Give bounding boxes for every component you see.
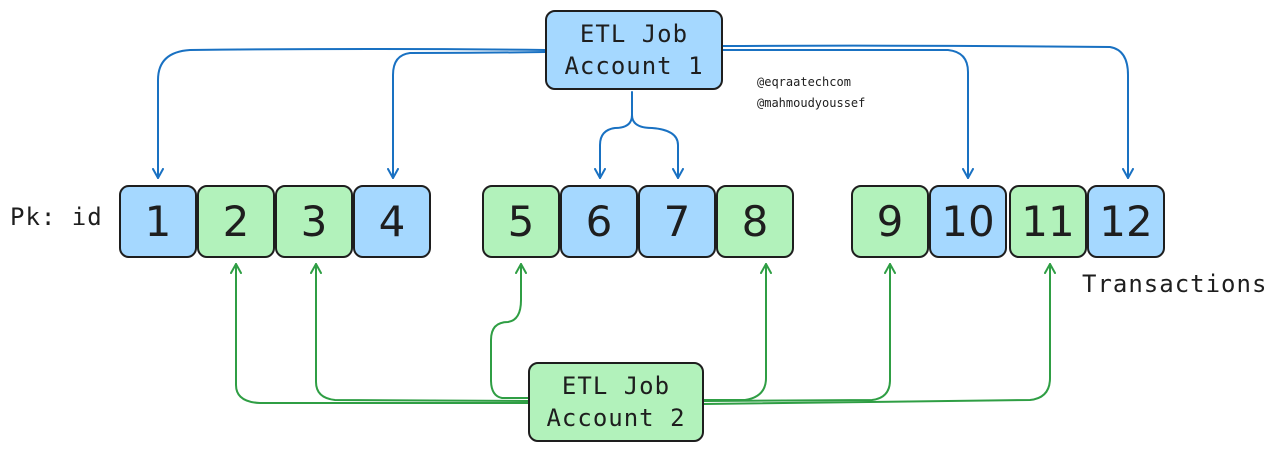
arrow-job1-to-cell-6: [594, 91, 633, 179]
arrow-job2-to-cell-3: [310, 263, 529, 402]
arrow-job2-to-cell-11: [703, 263, 1056, 405]
transactions-label: Transactions: [1082, 270, 1268, 298]
arrow-job1-to-cell-4: [387, 51, 546, 179]
job2-line-2: Account 2: [546, 404, 686, 432]
transaction-cell-1: 1: [119, 185, 197, 258]
arrow-job2-to-cell-5: [490, 263, 529, 399]
transaction-cell-12: 12: [1087, 185, 1165, 258]
transaction-cell-4: 4: [353, 185, 431, 258]
transaction-cell-9: 9: [851, 185, 929, 258]
transaction-cell-2: 2: [197, 185, 275, 258]
transaction-cell-11: 11: [1009, 185, 1087, 258]
transaction-cell-7: 7: [638, 185, 716, 258]
job1-line-2: Account 1: [564, 52, 704, 80]
arrow-job1-to-cell-1: [152, 48, 546, 179]
arrow-job1-to-cell-10: [722, 49, 974, 179]
arrow-job1-to-cell-7: [631, 114, 684, 179]
arrow-job1-to-cell-12: [722, 44, 1134, 179]
job2-line-1: ETL Job: [561, 372, 671, 400]
transaction-cell-3: 3: [275, 185, 353, 258]
transaction-cell-5: 5: [482, 185, 560, 258]
etl-job-account-2-box: ETL Job Account 2: [528, 362, 704, 442]
job1-line-1: ETL Job: [579, 20, 689, 48]
transaction-cell-6: 6: [560, 185, 638, 258]
transaction-cell-10: 10: [929, 185, 1007, 258]
transaction-cell-8: 8: [716, 185, 794, 258]
arrow-job2-to-cell-8: [703, 263, 772, 401]
arrow-job2-to-cell-2: [230, 263, 529, 404]
etl-job-account-1-box: ETL Job Account 1: [545, 10, 723, 90]
primary-key-label: Pk: id: [10, 203, 103, 231]
author-handle-1: @eqraatechcom: [757, 75, 851, 89]
author-handle-2: @mahmoudyoussef: [757, 96, 866, 110]
arrow-job2-to-cell-9: [703, 263, 896, 402]
